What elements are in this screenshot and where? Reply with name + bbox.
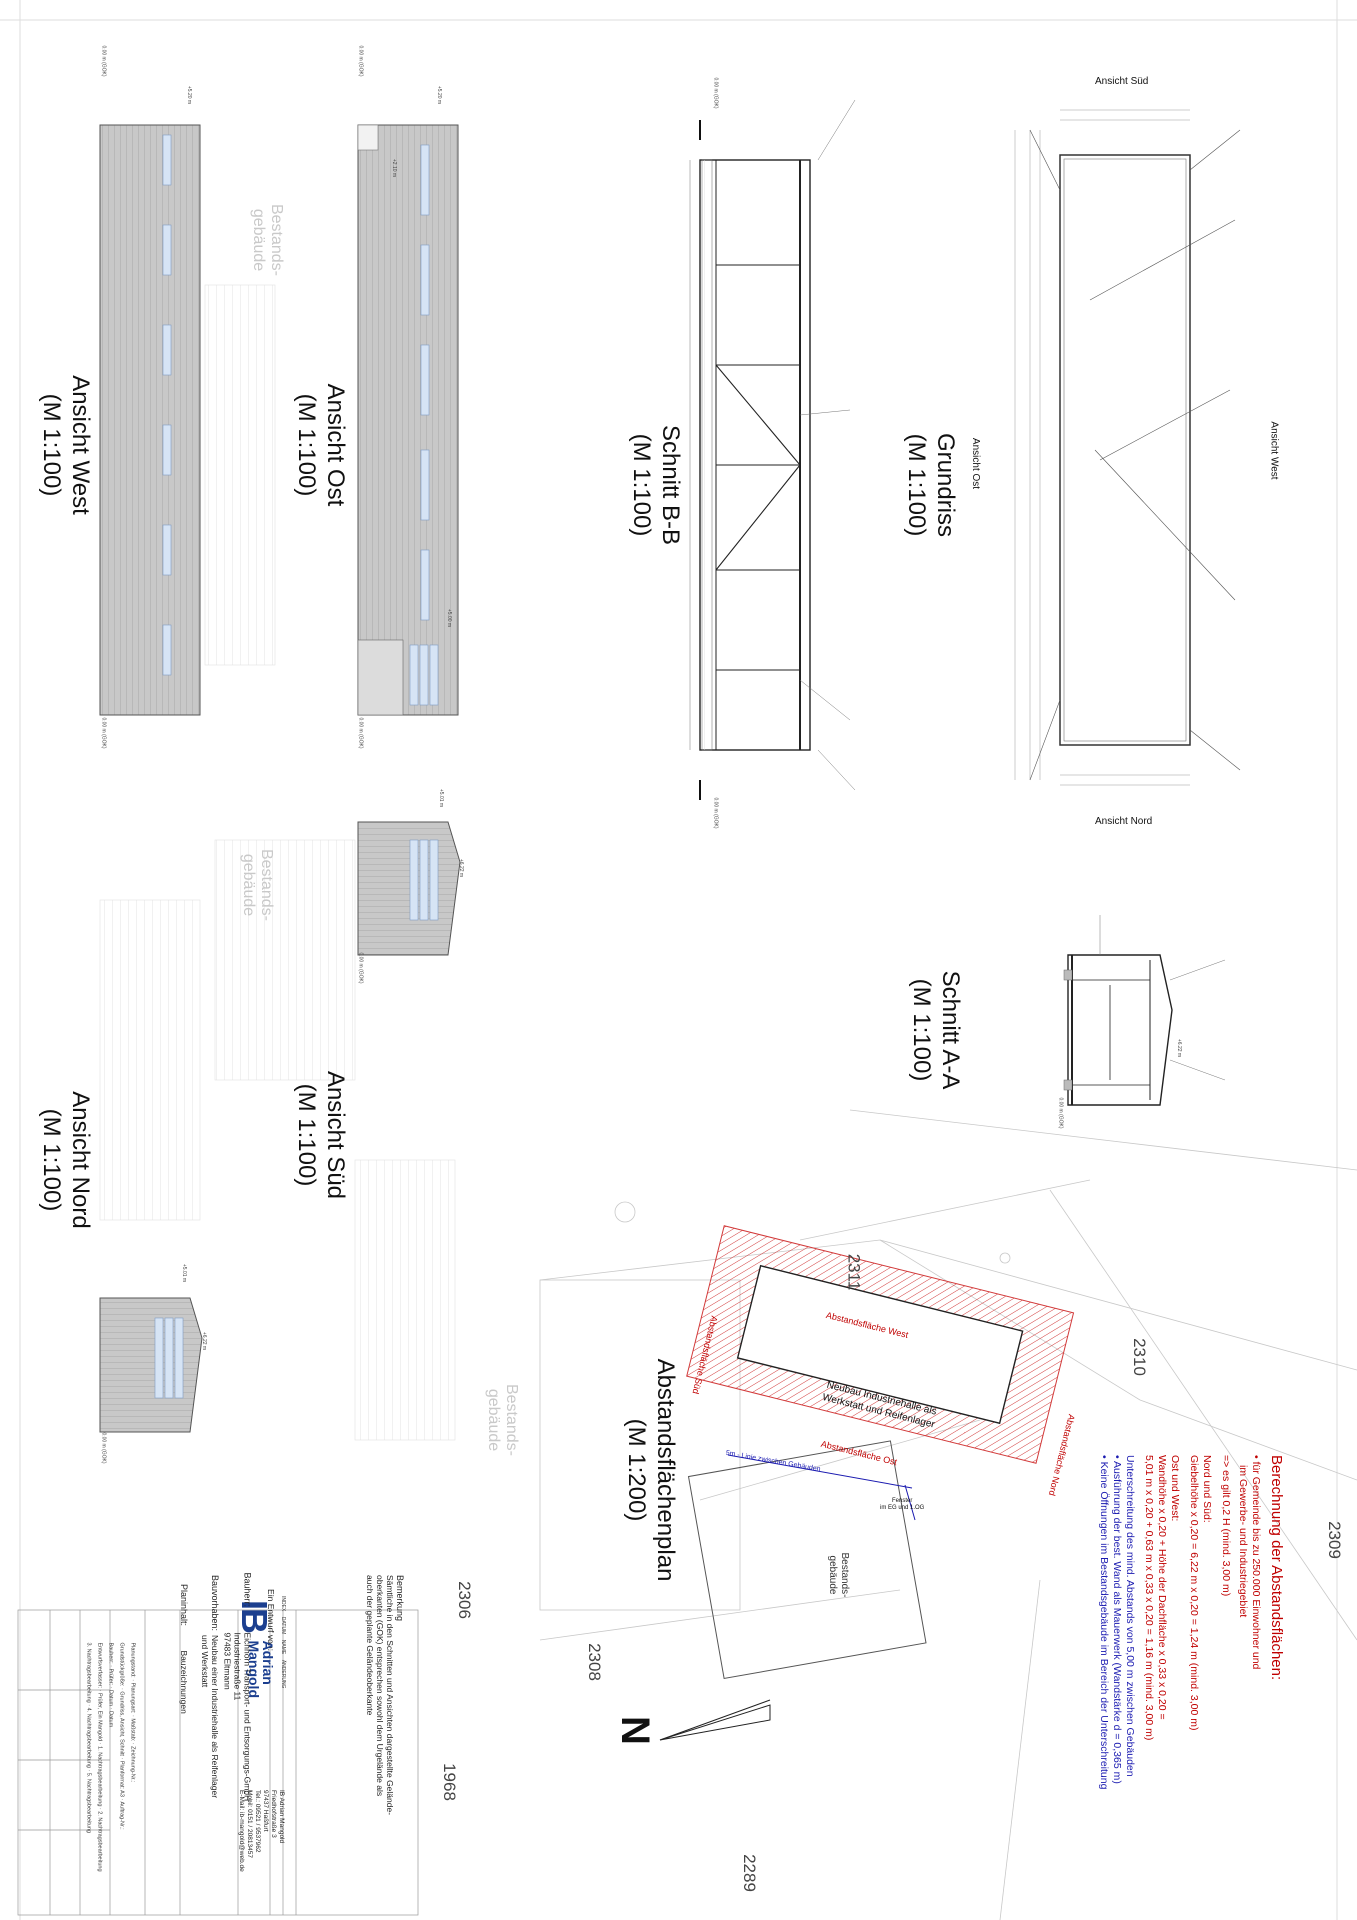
level-gok-aa: 0.00 m (GOK)	[1057, 1097, 1064, 1129]
level-gok-ost-top: 0.00 m (GOK)	[357, 45, 364, 77]
title-ansicht-nord: Ansicht Nord(M 1:100)	[38, 1091, 94, 1229]
tb-row-3: Bauherr: · Prüfer: · Datum · Datum	[107, 1642, 114, 1728]
titleblock-bemerkung: Bemerkung Sämtliche in den Schnitten und…	[365, 1575, 405, 1816]
floorplan-label-ost: Ansicht Ost	[970, 437, 982, 490]
site-fenster-label: Fenster im EG und 1.OG	[880, 1498, 925, 1511]
bestand-label-nord: Bestands- gebäude	[485, 1383, 520, 1457]
site-plan	[539, 1109, 1357, 1920]
parcel-2311: 2311	[844, 1253, 864, 1291]
section-bb	[689, 99, 856, 800]
title-ansicht-sued: Ansicht Süd(M 1:100)	[293, 1070, 349, 1200]
titleblock-address: IB Adrian Mangold Friedhofstraße 3 97437…	[238, 1790, 285, 1872]
floorplan-label-west: Ansicht West	[1268, 421, 1280, 480]
floorplan-label-sued: Ansicht Süd	[1095, 76, 1149, 87]
calculation-ow-heading: Ost und West:	[1169, 1455, 1181, 1522]
calculation-heading: Berechnung der Abstandsflächen:	[1268, 1455, 1285, 1681]
elevation-south	[214, 821, 461, 1441]
tb-row-1: Planungstand: · Planungsart: · Maßstab: …	[129, 1642, 136, 1783]
elevation-north	[99, 899, 203, 1433]
level-520-ost: +5.20 m	[436, 85, 443, 105]
calculation-ow-value-2: 5,01 m x 0,20 + 0,63 m x 0,33 x 0,20 = 1…	[1143, 1455, 1155, 1741]
parcel-2309: 2309	[1324, 1521, 1344, 1559]
level-622-sued: +6.22 m	[458, 858, 465, 878]
titleblock-grid: Planungstand: · Planungsart: · Maßstab: …	[43, 1643, 138, 1920]
level-500-ost: +5.00 m	[446, 608, 453, 628]
calculation-note-2: • Ausführung der best. Wand als Mauerwer…	[1111, 1455, 1123, 1784]
level-210-ost: +2.10 m	[391, 158, 398, 178]
north-arrow-label: N	[612, 1716, 657, 1745]
elevation-east	[357, 124, 459, 716]
level-501-nord: +5.01 m	[181, 1263, 188, 1283]
tb-row-5: 3. Nachtragsbearbeitung · 4. Nachtragsbe…	[85, 1642, 92, 1833]
title-ansicht-west: Ansicht West(M 1:100)	[38, 375, 94, 515]
bestand-label-sued: Bestands- gebäude	[240, 848, 275, 922]
level-622-aa: +6.22 m	[1176, 1038, 1183, 1058]
titleblock-planinhalt: Planinhalt: Bauzeichnungen	[179, 1584, 189, 1714]
calculation-ns-heading: Nord und Süd:	[1201, 1455, 1213, 1523]
section-aa	[1063, 915, 1226, 1106]
calculation-block: Berechnung der Abstandsflächen: • für Ge…	[1035, 1455, 1285, 1920]
calculation-bullet-1: • für Gemeinde bis zu 250.000 Einwohner …	[1250, 1455, 1262, 1670]
calculation-ow-value-1: Wandhöhe x 0,20 + Höhe der Dachfläche x …	[1156, 1455, 1168, 1720]
title-abstandsflaechenplan: Abstandsflächenplan(M 1:200)	[623, 1358, 679, 1582]
parcel-2289: 2289	[739, 1854, 759, 1892]
floorplan-label-nord: Ansicht Nord	[1095, 816, 1153, 827]
tb-row-2: Grundstückgröße: · Grundriss, Ansicht, S…	[118, 1642, 125, 1830]
level-gok-west-top: 0.00 m (GOK)	[100, 45, 107, 77]
level-520-west: +5.20 m	[186, 85, 193, 105]
title-schnitt-aa: Schnitt A-A(M 1:100)	[908, 970, 964, 1090]
level-gok-bb-bottom: 0.00 m (GOK)	[712, 797, 719, 829]
level-501-sued: +5.01 m	[438, 788, 445, 808]
calculation-bullet-2: => es gilt 0,2 H (mind. 3,00 m)	[1220, 1455, 1232, 1597]
level-gok-ost-bottom: 0.00 m (GOK)	[357, 717, 364, 749]
level-gok-sued: 0.00 m (GOK)	[357, 952, 364, 984]
bestand-label-west: Bestands- gebäude	[250, 203, 285, 277]
calculation-note-3: • Keine Öffnungen im Bestandsgebäude im …	[1098, 1455, 1110, 1790]
parcel-2306: 2306	[454, 1581, 474, 1619]
title-schnitt-bb: Schnitt B-B(M 1:100)	[628, 424, 684, 546]
floorplan	[1014, 109, 1241, 786]
level-gok-nord: 0.00 m (GOK)	[100, 1432, 107, 1464]
site-bestand-label: Bestands- gebäude	[827, 1552, 850, 1598]
parcel-2310: 2310	[1129, 1338, 1149, 1376]
calculation-note-1: Unterschreitung des mind. Abstands von 5…	[1124, 1455, 1136, 1777]
calculation-bullet-1b: im Gewerbe- und Industriegebiet	[1237, 1465, 1249, 1618]
north-arrow	[659, 1699, 771, 1741]
title-grundriss: Grundriss(M 1:100)	[903, 432, 959, 538]
parcel-1968: 1968	[439, 1763, 459, 1801]
level-gok-bb-top: 0.00 m (GOK)	[712, 77, 719, 109]
title-ansicht-ost: Ansicht Ost(M 1:100)	[293, 383, 349, 507]
titleblock-lines	[17, 1609, 419, 1916]
level-622-nord: +6.22 m	[201, 1331, 208, 1351]
level-gok-west-bottom: 0.00 m (GOK)	[100, 717, 107, 749]
elevation-west	[99, 124, 276, 716]
calculation-ns-value: Giebelhöhe x 0,20 = 6,22 m x 0,20 = 1,24…	[1188, 1455, 1200, 1731]
parcel-2308: 2308	[584, 1643, 604, 1681]
tb-row-4: Entwurfsverfasser: · Prüfer, Ein Mangold…	[96, 1642, 103, 1872]
